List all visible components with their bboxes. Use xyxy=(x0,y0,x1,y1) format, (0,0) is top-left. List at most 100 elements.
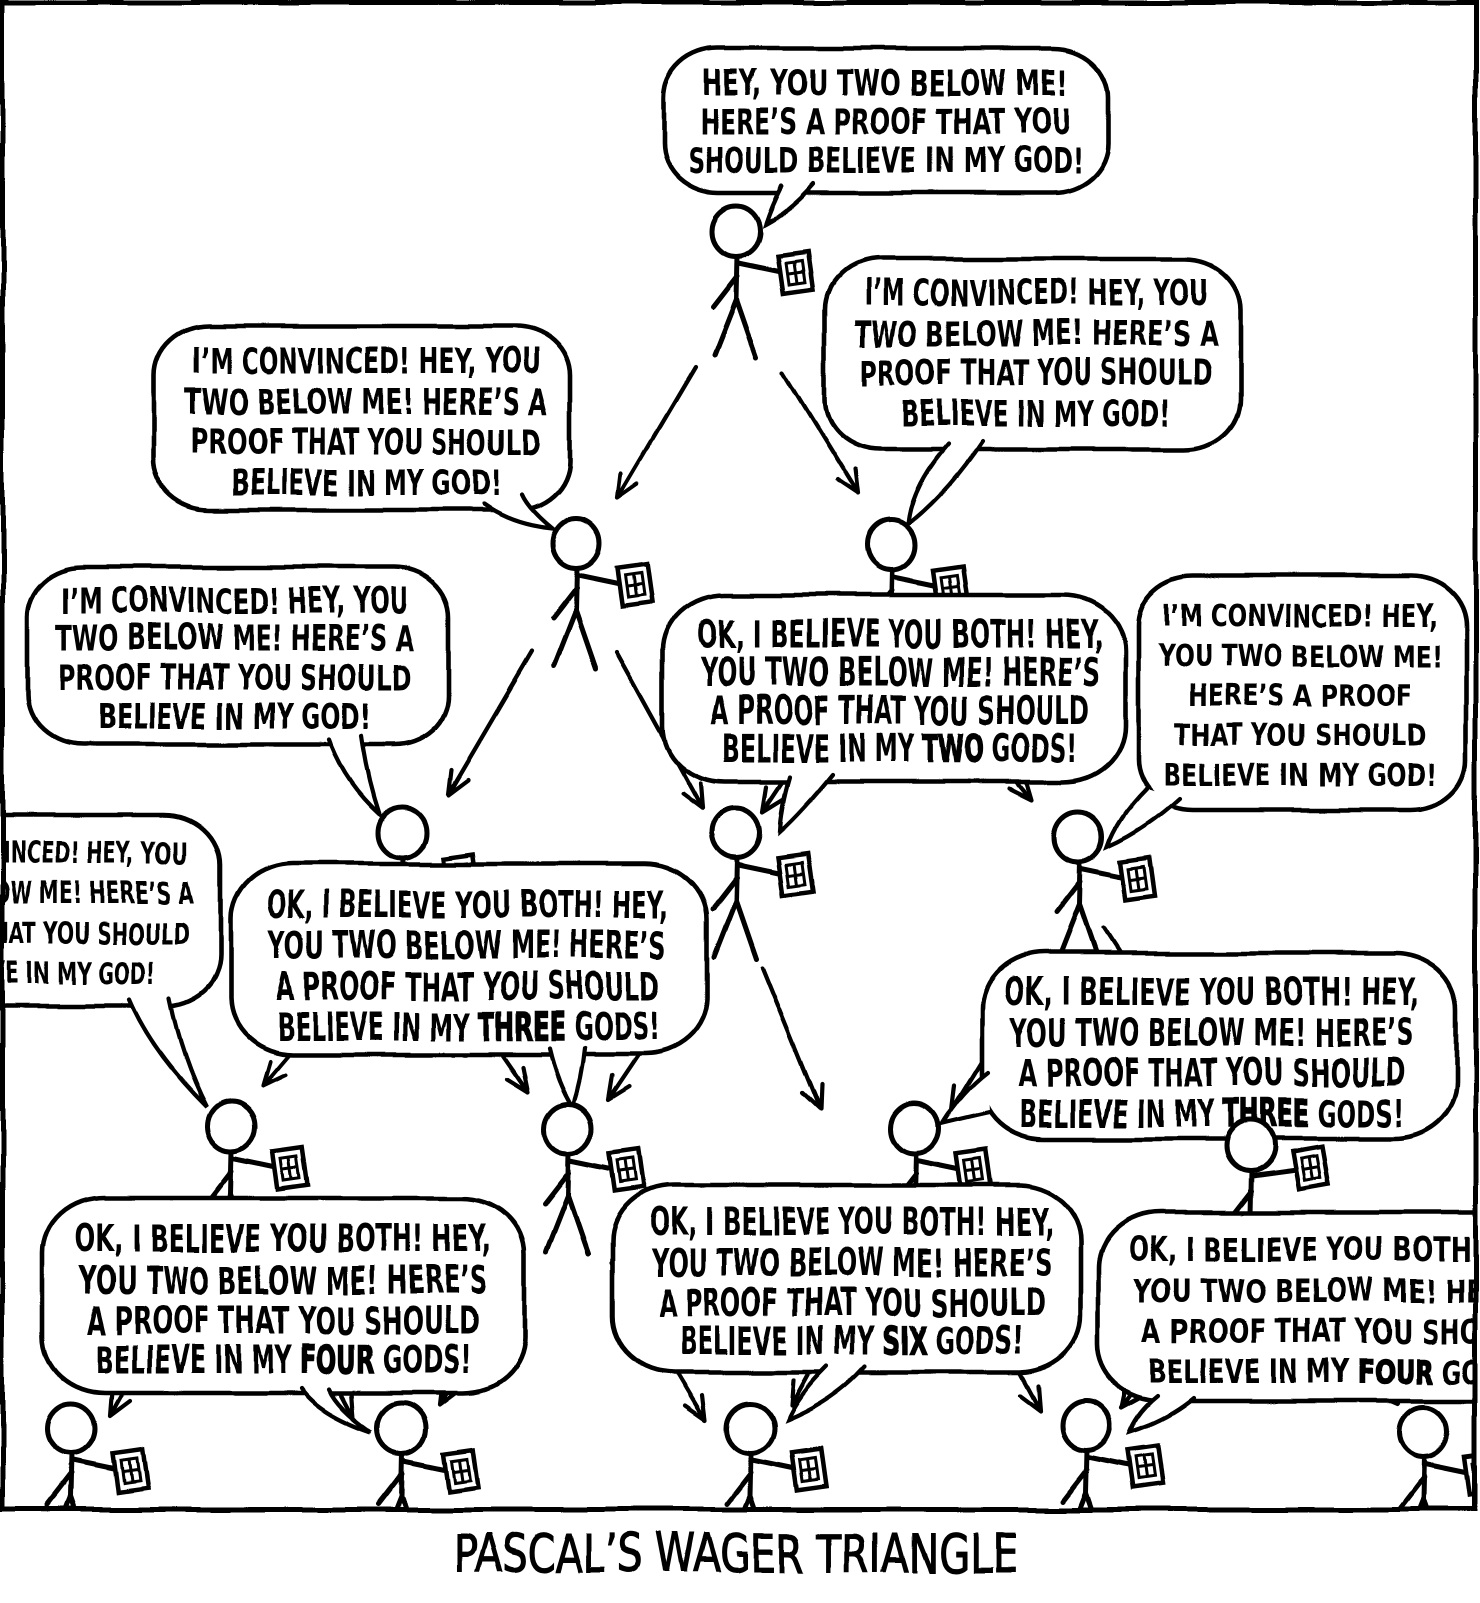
bubble-text-line: BELIEVE IN MY TWO GODS! xyxy=(722,727,1078,772)
bubble-text-line: BELIEVE IN MY GOD! xyxy=(1164,759,1437,794)
bubble-text-line: TWO BELOW ME! HERE’S A xyxy=(855,314,1218,355)
bubble-text-line: BELIEVE IN MY GOD! xyxy=(0,957,157,992)
figure-head xyxy=(375,804,429,860)
bubble-text-segment: BELIEVE IN MY xyxy=(722,727,922,772)
bubble-text-segment: BELIEVE IN MY xyxy=(276,1005,478,1049)
speech-bubble-r3m: OK, I BELIEVE YOU BOTH! HEY, YOU TWO BEL… xyxy=(660,592,1128,837)
bubble-text-segment: GODS! xyxy=(1433,1352,1480,1391)
bubble-text-line: PROOF THAT YOU SHOULD xyxy=(191,422,542,463)
proof-card-icon xyxy=(1462,1450,1473,1498)
bubble-text-line: OK, I BELIEVE YOU BOTH! HEY, xyxy=(267,883,670,927)
bubble-text-line: SHOULD BELIEVE IN MY GOD! xyxy=(688,141,1083,182)
card-grid-lines xyxy=(786,863,804,887)
card-grid-lines xyxy=(282,1156,300,1180)
figure-body xyxy=(1398,1453,1472,1507)
bubble-text-line: BELIEVE IN MY SIX GODS! xyxy=(679,1319,1023,1363)
arrow-r2l-r3m xyxy=(614,649,706,811)
stick-figure-row4-figure-1 xyxy=(205,1098,312,1255)
proof-card-icon xyxy=(1124,1443,1166,1491)
figure-head xyxy=(723,1400,777,1456)
bubble-text-line: YOU TWO BELOW ME! HERE’S xyxy=(700,651,1100,696)
figure-head xyxy=(864,517,918,573)
figure-head xyxy=(44,1401,98,1457)
bubble-text-line: BELIEVE IN MY THREE GODS! xyxy=(276,1005,660,1049)
speech-bubble-r2l: I’M CONVINCED! HEY, YOU TWO BELOW ME! HE… xyxy=(151,323,573,531)
bubble-text-line: PROOF THAT YOU SHOULD xyxy=(59,658,412,699)
bubble-text-line: OK, I BELIEVE YOU BOTH! HEY, xyxy=(698,613,1103,658)
speech-bubble-r5d: OK, I BELIEVE YOU BOTH! HEY, YOU TWO BEL… xyxy=(1095,1209,1480,1436)
proof-card-icon xyxy=(1117,855,1159,903)
speech-bubble-r1: HEY, YOU TWO BELOW ME! HERE’S A PROOF TH… xyxy=(660,45,1111,229)
proof-card-icon xyxy=(270,1144,312,1192)
figure-head xyxy=(205,1098,259,1154)
bubble-outline xyxy=(5,812,223,1009)
card-grid-lines xyxy=(800,1458,818,1482)
proof-card-icon xyxy=(774,851,816,899)
bubble-text-line: BELIEVE IN MY GOD! xyxy=(230,463,502,504)
bubble-text-segment: GODS! xyxy=(927,1319,1023,1363)
bubble-text-line: PROOF THAT YOU SHOULD xyxy=(861,353,1212,394)
bubble-tail xyxy=(762,181,817,229)
bubble-outline xyxy=(151,323,573,513)
bubble-text-line: BELIEVE IN MY FOUR GODS! xyxy=(96,1338,471,1383)
stick-figure-row1-figure xyxy=(709,203,816,360)
bubble-tail xyxy=(1104,787,1183,851)
bubble-text-line: A PROOF THAT YOU SHOULD xyxy=(658,1281,1045,1325)
bubble-text-line: A PROOF THAT YOU SHOULD xyxy=(711,689,1090,734)
bubble-text-line: TWO BELOW ME! HERE’S A xyxy=(0,876,194,911)
speech-bubble-r3l: I’M CONVINCED! HEY, YOU TWO BELOW ME! HE… xyxy=(25,564,452,822)
card-grid-lines xyxy=(121,1459,139,1483)
bubble-emphasis-word: THREE xyxy=(478,1005,564,1049)
bubble-text-line: BELIEVE IN MY GOD! xyxy=(98,697,372,738)
figure-body xyxy=(710,252,784,360)
bubble-tail xyxy=(127,995,209,1109)
bubble-text-line: BELIEVE IN MY THREE GODS! xyxy=(1020,1092,1404,1137)
speech-bubble-r4c: OK, I BELIEVE YOU BOTH! HEY, YOU TWO BEL… xyxy=(938,950,1459,1142)
bubble-text-line: BELIEVE IN MY FOUR GODS! xyxy=(1149,1352,1480,1391)
arrow-r1-r2r xyxy=(780,369,861,497)
proof-card-icon xyxy=(440,1446,482,1494)
speech-bubble-r5b: OK, I BELIEVE YOU BOTH! HEY, YOU TWO BEL… xyxy=(40,1195,528,1434)
bubble-text-segment: BELIEVE IN MY xyxy=(1149,1352,1357,1391)
bubble-emphasis-word: FOUR xyxy=(1357,1352,1433,1391)
bubble-text-line: I’M CONVINCED! HEY, YOU xyxy=(864,273,1209,314)
figure-body xyxy=(724,1449,798,1507)
bubble-text-line: A PROOF THAT YOU SHOULD xyxy=(276,965,660,1009)
bubble-outline xyxy=(40,1195,528,1396)
bubble-text-line: YOU TWO BELOW ME! HERE’S xyxy=(1133,1271,1480,1310)
proof-card-icon xyxy=(1289,1144,1331,1192)
proof-card-icon xyxy=(953,1146,995,1194)
figure-body xyxy=(45,1450,119,1507)
figure-head xyxy=(549,515,603,571)
bubble-text-segment: GODS! xyxy=(1309,1092,1404,1137)
arrow-r2l-r3l xyxy=(445,649,535,798)
bubble-text-line: THAT YOU SHOULD xyxy=(1174,719,1426,754)
bubble-text-line: PROOF THAT YOU SHOULD xyxy=(0,917,190,952)
stick-figure-row5-figure-3 xyxy=(723,1400,830,1507)
bubble-text-line: TWO BELOW ME! HERE’S A xyxy=(56,618,414,659)
figure-body xyxy=(1060,1446,1134,1507)
bubble-text-line: HEY, YOU TWO BELOW ME! xyxy=(703,63,1068,104)
card-outline xyxy=(1462,1450,1473,1498)
figure-body xyxy=(550,564,624,672)
speech-bubble-r2r: I’M CONVINCED! HEY, YOU TWO BELOW ME! HE… xyxy=(822,256,1243,529)
figure-body xyxy=(542,1149,616,1257)
bubble-text-line: OK, I BELIEVE YOU BOTH! HEY, xyxy=(1128,1229,1480,1268)
proof-card-icon xyxy=(774,249,816,297)
bubble-text-line: A PROOF THAT YOU SHOULD xyxy=(1143,1312,1480,1351)
card-grid-lines xyxy=(965,1158,983,1182)
card-grid-lines xyxy=(452,1458,470,1482)
stick-figure-row5-figure-5 xyxy=(1397,1404,1473,1507)
figure-body xyxy=(1224,1167,1299,1275)
bubble-text-line: TWO BELOW ME! HERE’S A xyxy=(185,382,548,423)
figure-body xyxy=(710,854,784,962)
bubble-text-line: A PROOF THAT YOU SHOULD xyxy=(87,1299,479,1344)
bubble-emphasis-word: SIX xyxy=(883,1319,927,1363)
figure-body xyxy=(206,1147,280,1255)
arrow-r3m-r4c xyxy=(759,965,824,1113)
bubble-text-line: YOU TWO BELOW ME! HERE’S xyxy=(650,1241,1051,1285)
figure-head xyxy=(541,1100,595,1156)
speech-bubble-r3r: I’M CONVINCED! HEY, YOU TWO BELOW ME! HE… xyxy=(1104,573,1469,851)
stick-figure-row4-figure-2 xyxy=(541,1100,648,1257)
bubble-outline xyxy=(1095,1209,1473,1404)
